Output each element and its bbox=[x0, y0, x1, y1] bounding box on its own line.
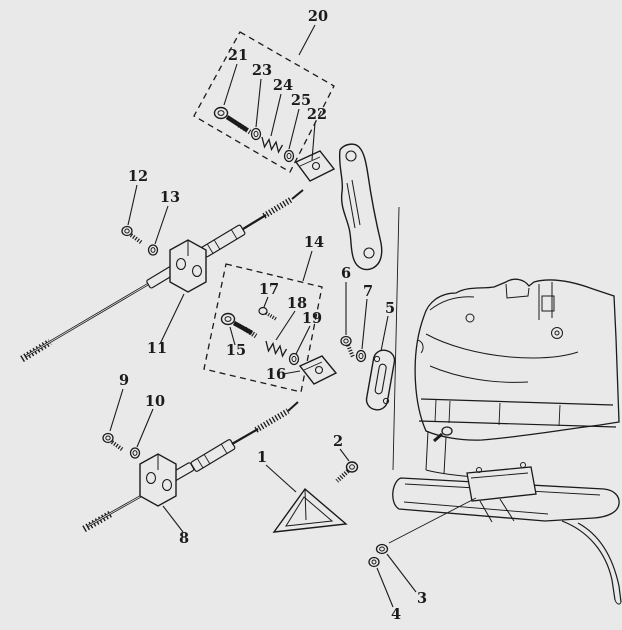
link-5 bbox=[365, 349, 396, 411]
leader-24 bbox=[270, 93, 282, 137]
leader-9 bbox=[109, 388, 124, 432]
bracket-11 bbox=[169, 239, 207, 293]
callout-17: 17 bbox=[259, 281, 279, 298]
callout-10: 10 bbox=[145, 393, 165, 410]
callout-22: 22 bbox=[307, 106, 327, 123]
leader-17 bbox=[263, 296, 269, 308]
part-callouts: 1 2 3 4 5 6 7 8 9 10 11 12 13 14 15 16 1… bbox=[119, 8, 427, 623]
callout-21: 21 bbox=[228, 47, 248, 64]
leader-3 bbox=[386, 553, 417, 593]
tube-tail bbox=[561, 520, 622, 603]
washer-23 bbox=[250, 127, 262, 141]
group-box-14 bbox=[203, 263, 323, 393]
washer-25 bbox=[283, 149, 295, 163]
callout-15: 15 bbox=[226, 342, 246, 359]
cable-end-block-16 bbox=[298, 355, 338, 385]
callout-3: 3 bbox=[417, 590, 427, 607]
leader-13 bbox=[154, 205, 169, 245]
callout-4: 4 bbox=[391, 606, 401, 623]
callout-6: 6 bbox=[341, 265, 351, 282]
callout-5: 5 bbox=[385, 300, 395, 317]
leader-lines bbox=[109, 24, 417, 608]
bolt-15 bbox=[220, 312, 258, 339]
callout-9: 9 bbox=[119, 372, 129, 389]
spring-24 bbox=[261, 136, 284, 154]
exhaust-tube bbox=[392, 462, 622, 605]
callout-16: 16 bbox=[266, 366, 286, 383]
bolt-9 bbox=[102, 432, 125, 452]
clamp-plate-1 bbox=[272, 487, 348, 533]
leader-5 bbox=[380, 315, 389, 352]
leader-8 bbox=[162, 505, 184, 533]
mount-arm bbox=[338, 143, 383, 271]
washer-10 bbox=[129, 447, 141, 459]
callout-1: 1 bbox=[257, 449, 267, 466]
leader-2 bbox=[339, 448, 350, 462]
bolt-6 bbox=[340, 335, 355, 358]
leader-19 bbox=[295, 325, 311, 355]
bolt-21 bbox=[213, 106, 252, 135]
leader-16 bbox=[282, 370, 301, 375]
leader-18 bbox=[275, 310, 296, 341]
washer-3 bbox=[375, 543, 389, 555]
tube-clamp bbox=[466, 466, 537, 502]
callout-11: 11 bbox=[147, 340, 167, 357]
leader-11 bbox=[159, 293, 185, 345]
leader-25 bbox=[288, 108, 300, 150]
bolt-2 bbox=[335, 461, 359, 483]
clamp-band bbox=[418, 398, 617, 428]
callout-2: 2 bbox=[333, 433, 343, 450]
screw-17 bbox=[258, 306, 277, 321]
leader-12 bbox=[127, 184, 138, 226]
washer-19 bbox=[288, 352, 300, 366]
assembly-line-vertical bbox=[392, 206, 400, 471]
callout-8: 8 bbox=[179, 530, 189, 547]
callout-13: 13 bbox=[160, 189, 180, 206]
leader-14 bbox=[302, 250, 313, 282]
spring-18 bbox=[265, 340, 288, 358]
callout-12: 12 bbox=[128, 168, 148, 185]
callout-14: 14 bbox=[304, 234, 324, 251]
callout-7: 7 bbox=[363, 283, 373, 300]
assembly-line-washers bbox=[388, 497, 477, 544]
leader-7 bbox=[361, 298, 368, 350]
assembly-lines bbox=[388, 206, 477, 544]
leader-20 bbox=[298, 24, 316, 56]
bolt-12 bbox=[121, 225, 144, 245]
leader-15 bbox=[229, 326, 236, 346]
leader-23 bbox=[255, 78, 262, 128]
leader-4 bbox=[376, 567, 394, 608]
callout-24: 24 bbox=[273, 77, 293, 94]
callout-19: 19 bbox=[302, 310, 322, 327]
nut-4 bbox=[368, 556, 380, 568]
washer-7 bbox=[355, 349, 367, 363]
callout-23: 23 bbox=[252, 62, 272, 79]
callout-18: 18 bbox=[287, 295, 307, 312]
bracket-8 bbox=[139, 453, 177, 507]
cable-upper-threaded-end bbox=[262, 196, 294, 219]
leader-21 bbox=[223, 63, 238, 106]
leader-10 bbox=[136, 408, 154, 448]
engine-body bbox=[414, 278, 620, 480]
band-bolt bbox=[433, 426, 453, 443]
group-box-20 bbox=[193, 31, 335, 173]
callout-25: 25 bbox=[291, 92, 311, 109]
leader-22 bbox=[311, 122, 316, 161]
leader-1 bbox=[265, 464, 297, 493]
washer-13 bbox=[147, 244, 159, 256]
callout-20: 20 bbox=[308, 8, 328, 25]
